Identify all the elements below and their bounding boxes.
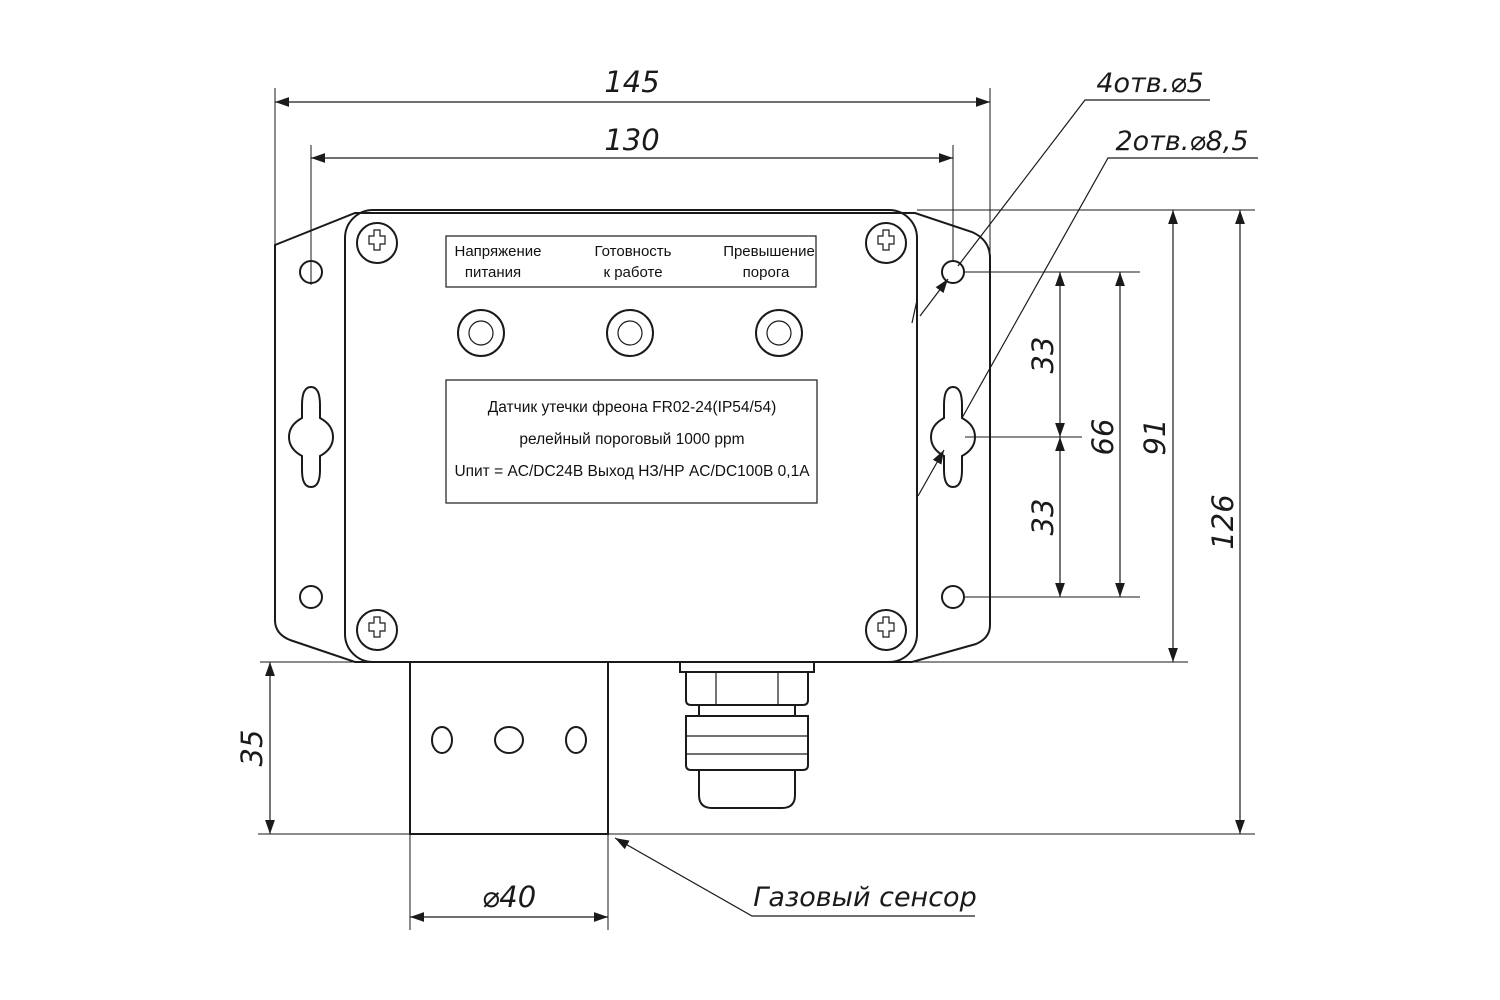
- mounting-hole-bottom-left: [299, 585, 323, 609]
- nameplate: [445, 379, 818, 504]
- indicator-label-threshold-line2: порога: [743, 264, 790, 281]
- dimension-lines: [265, 97, 1245, 922]
- extension-lines: [258, 88, 1255, 930]
- sensor-vent-hole: [565, 726, 587, 754]
- callout-gas-sensor: Газовый сенсор: [753, 882, 976, 913]
- keyhole-slot-left: [287, 385, 335, 489]
- leader-lines: [614, 99, 1258, 917]
- indicator-label-power-line2: питания: [465, 264, 521, 281]
- dim-slot-to-hole: 66: [1086, 419, 1120, 456]
- corner-screw-top-right: [865, 222, 907, 264]
- dim-hole-pitch-upper: 33: [1026, 337, 1060, 374]
- led-ready: [606, 309, 654, 357]
- mounting-hole-bottom-right: [941, 585, 965, 609]
- mounting-hole-top-right: [941, 260, 965, 284]
- mounting-flange: [274, 212, 991, 663]
- led-power: [457, 309, 505, 357]
- body-edge-line: [911, 299, 918, 324]
- cable-gland: [679, 661, 815, 809]
- dim-sensor-height: 35: [235, 730, 269, 767]
- indicator-label-ready-line2: к работе: [603, 264, 662, 281]
- dim-hole-spacing: 130: [604, 123, 659, 157]
- dim-overall-height: 126: [1206, 494, 1240, 549]
- indicator-label-power-line1: Напряжение: [455, 243, 542, 260]
- sensor-vent-hole: [494, 726, 524, 754]
- indicator-label-ready-line1: Готовность: [595, 243, 672, 260]
- nameplate-line-specs: Uпит = AC/DC24B Выход НЗ/НР AC/DC100B 0,…: [454, 463, 810, 480]
- indicator-label-panel: [445, 235, 817, 288]
- nameplate-line-model: Датчик утечки фреона FR02-24(IP54/54): [488, 399, 776, 416]
- dim-sensor-diameter: ⌀40: [482, 880, 536, 914]
- gas-sensor-housing: [409, 661, 609, 835]
- sensor-vent-hole: [431, 726, 453, 754]
- led-threshold: [755, 309, 803, 357]
- nameplate-line-type: релейный пороговый 1000 ppm: [519, 431, 744, 448]
- dim-hole-pitch-lower: 33: [1026, 499, 1060, 536]
- dim-overall-width: 145: [604, 65, 659, 99]
- callout-small-holes: 4отв.⌀5: [1096, 68, 1203, 99]
- corner-screw-top-left: [356, 222, 398, 264]
- corner-screw-bottom-left: [356, 609, 398, 651]
- corner-screw-bottom-right: [865, 609, 907, 651]
- keyhole-slot-right: [929, 385, 977, 489]
- indicator-label-threshold-line1: Превышение: [723, 243, 815, 260]
- dim-hole-to-hole-vertical: 91: [1138, 419, 1172, 456]
- callout-slot-holes: 2отв.⌀8,5: [1115, 126, 1248, 157]
